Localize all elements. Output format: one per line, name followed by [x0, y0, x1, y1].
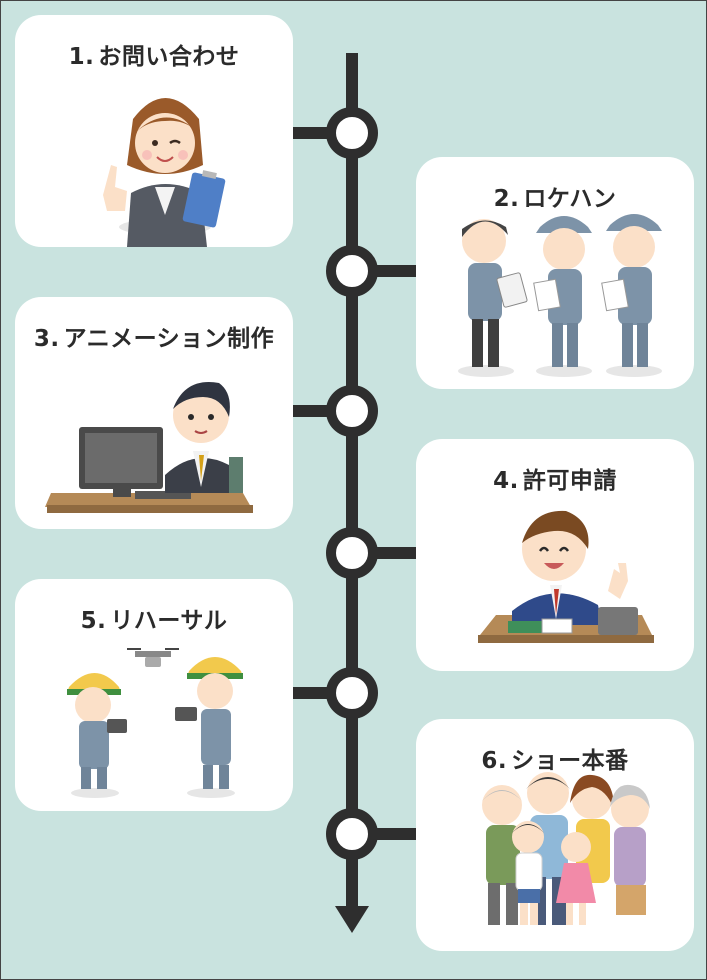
office-woman-clipboard-icon: [103, 98, 226, 247]
step-label-4: 許可申請: [522, 468, 617, 494]
step-title-4: 4.許可申請: [416, 461, 694, 495]
step-number-2: 2.: [493, 186, 520, 212]
timeline-node-4: [326, 527, 378, 579]
step-title-1: 1.お問い合わせ: [15, 37, 293, 71]
step-title-2: 2.ロケハン: [416, 179, 694, 213]
step-card-3: 3.アニメーション制作: [15, 297, 293, 529]
step-label-2: ロケハン: [523, 186, 617, 212]
step-title-6: 6.ショー本番: [416, 741, 694, 775]
drone-icon: [127, 648, 179, 667]
step-number-1: 1.: [68, 44, 95, 70]
timeline-arrow-head: [335, 906, 369, 933]
step-card-2: 2.ロケハン: [416, 157, 694, 389]
step-title-5: 5.リハーサル: [15, 601, 293, 635]
step-number-3: 3.: [33, 326, 60, 352]
step-number-5: 5.: [80, 608, 107, 634]
man-writing-application-icon: [478, 510, 654, 643]
step-title-3: 3.アニメーション制作: [15, 319, 293, 353]
animator-at-computer-icon: [45, 382, 253, 513]
timeline-spine: [346, 53, 358, 911]
timeline-node-3: [326, 385, 378, 437]
step-card-1: 1.お問い合わせ: [15, 15, 293, 247]
step-card-5: 5.リハーサル: [15, 579, 293, 811]
step-label-5: リハーサル: [110, 608, 228, 634]
timeline-node-2: [326, 245, 378, 297]
timeline-node-5: [326, 667, 378, 719]
step-label-1: お問い合わせ: [98, 44, 240, 70]
drone-rehearsal-workers-icon: [67, 648, 243, 798]
family-group-icon: [482, 772, 650, 925]
step-number-6: 6.: [481, 748, 508, 774]
location-scouting-workers-icon: [458, 214, 662, 377]
step-number-4: 4.: [493, 468, 519, 494]
step-card-4: 4.許可申請: [416, 439, 694, 671]
step-label-3: アニメーション制作: [63, 326, 275, 352]
step-label-6: ショー本番: [511, 748, 629, 774]
timeline-node-1: [326, 107, 378, 159]
timeline-node-6: [326, 808, 378, 860]
step-card-6: 6.ショー本番: [416, 719, 694, 951]
